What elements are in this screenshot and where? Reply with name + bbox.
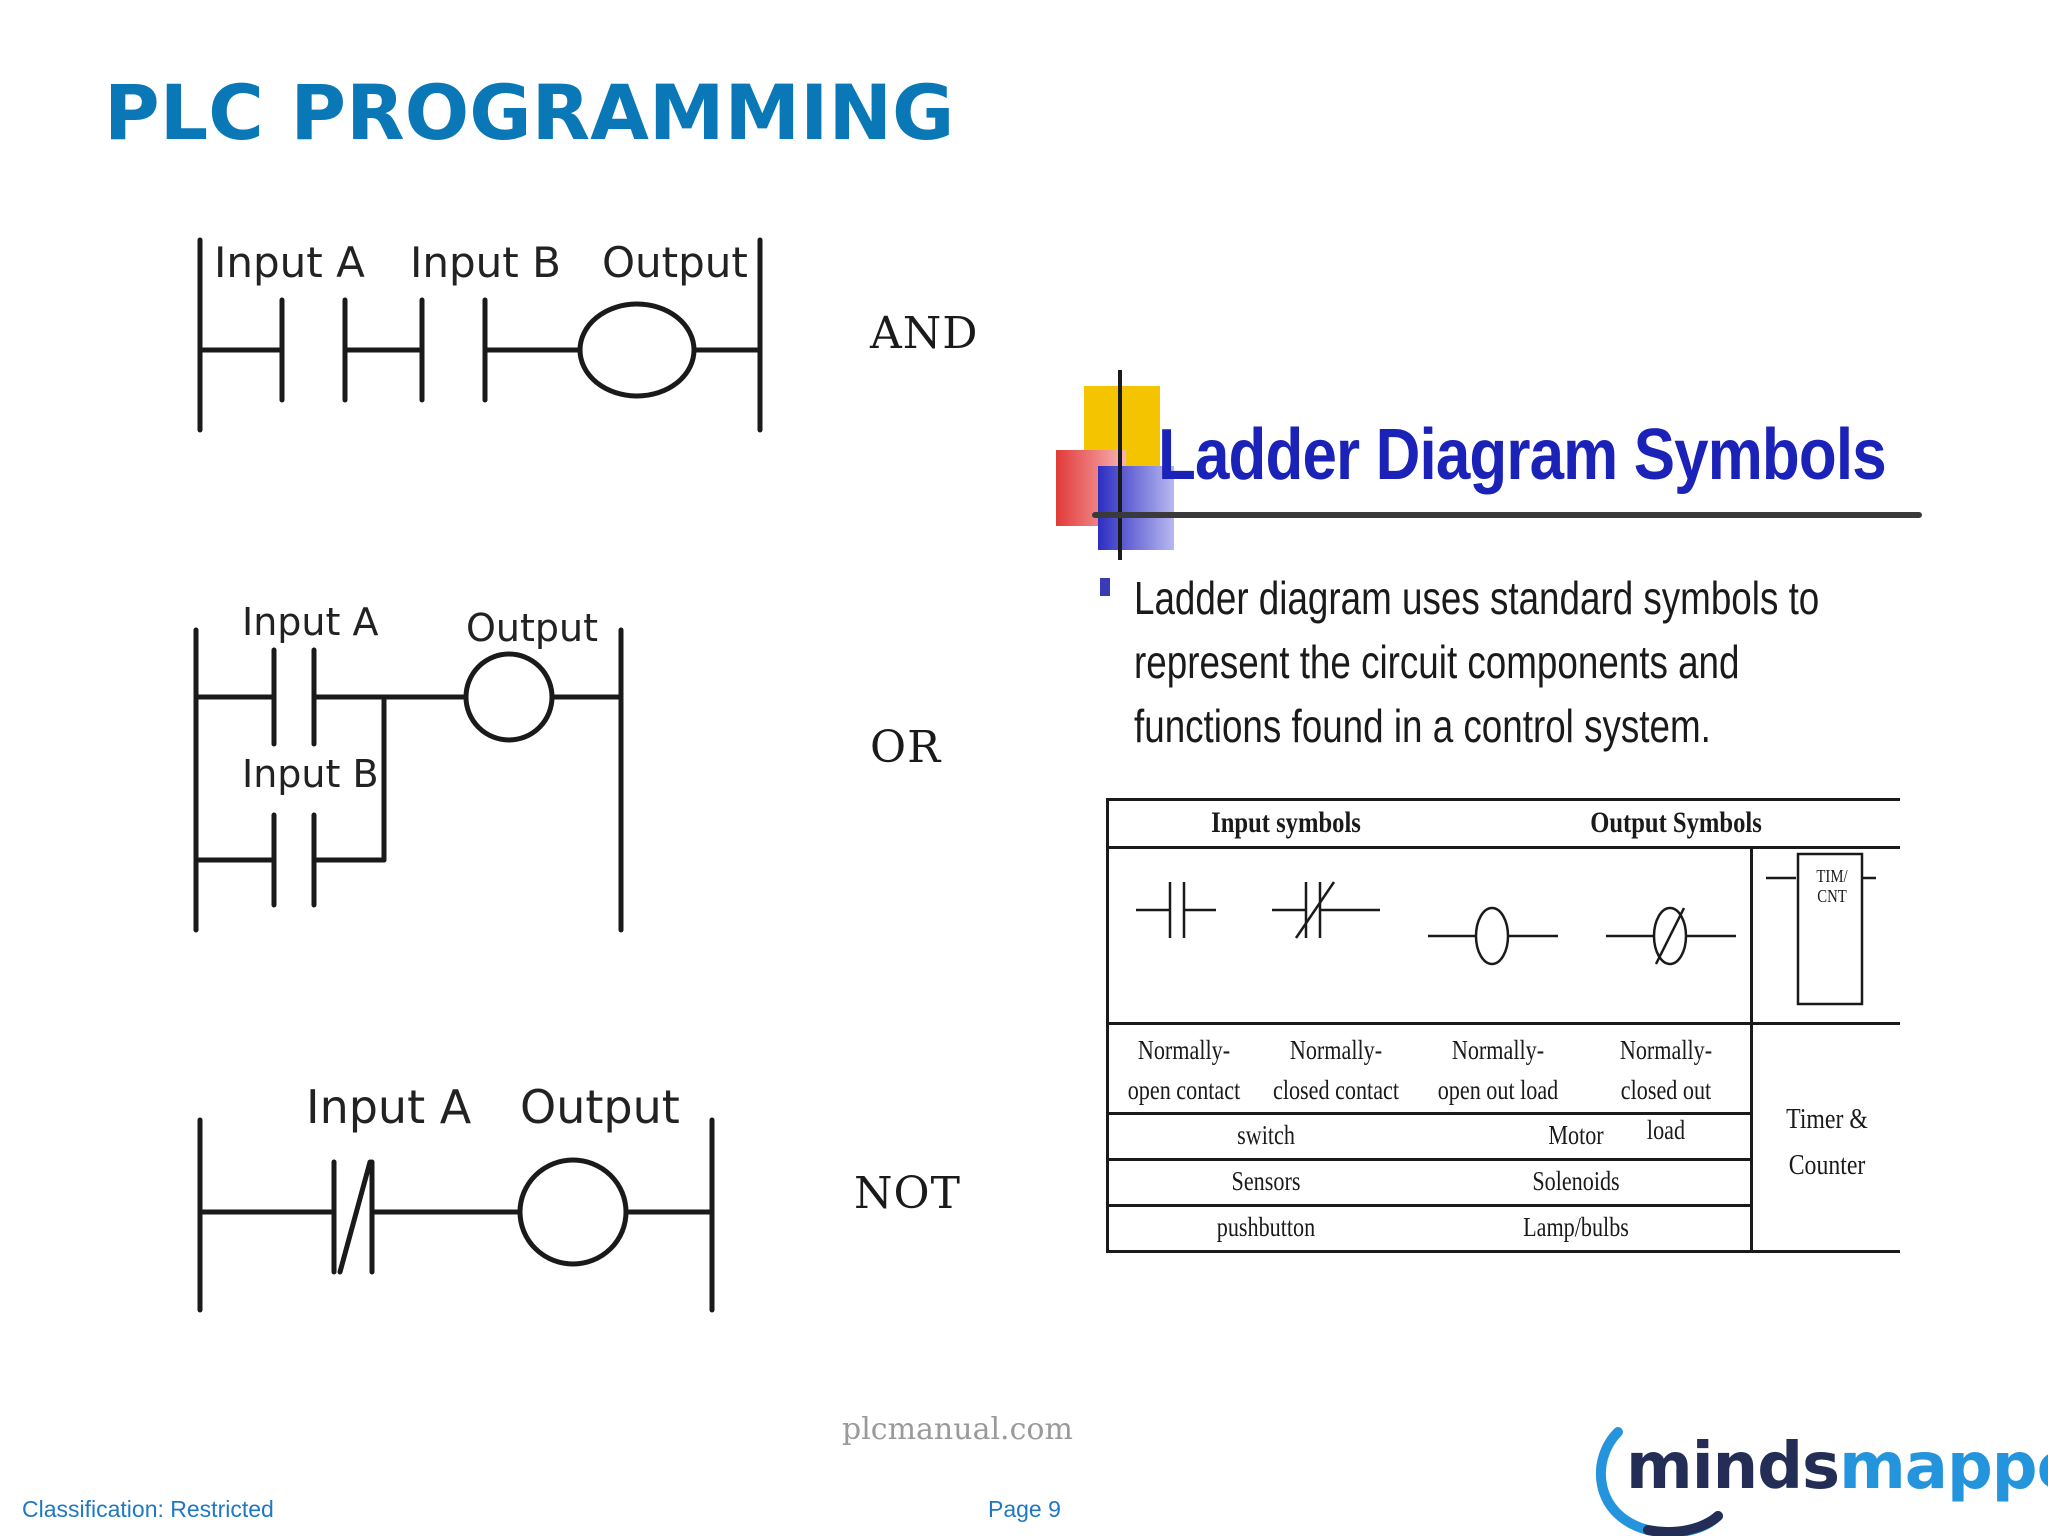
row-output-motor: Motor [1548, 1120, 1604, 1150]
row-input-pushbutton: pushbutton [1216, 1212, 1316, 1242]
and-input-b-label: Input B [410, 238, 561, 287]
table-rule-top [1106, 798, 1900, 801]
label-nc-load: Normally- closed out load [1619, 1035, 1713, 1145]
not-gate-label: NOT [854, 1168, 961, 1219]
table-rule-row1 [1106, 1158, 1750, 1161]
logo-wordmark: mindsmapped [1626, 1430, 2048, 1504]
table-rule-row2 [1106, 1204, 1750, 1207]
header-output-symbols: Output Symbols [1590, 806, 1762, 839]
not-ladder-lines [197, 1117, 715, 1313]
or-output-label: Output [466, 606, 598, 650]
or-ladder-diagram: Input A Input B Output [186, 600, 636, 940]
or-ladder-lines [193, 627, 624, 933]
panel-bullet-text: Ladder diagram uses standard symbols to … [1134, 572, 1820, 752]
or-input-b-label: Input B [242, 752, 379, 796]
mindsmapped-logo: mindsmapped [1588, 1420, 2048, 1536]
not-ladder-diagram: Input A Output [190, 1080, 730, 1320]
label-no-contact: Normally-open contact [1127, 1035, 1241, 1105]
and-gate-label: AND [870, 308, 979, 359]
and-output-label: Output [602, 238, 748, 287]
symbol-drawings [1136, 852, 1876, 1006]
table-rule-bottom [1106, 1250, 1900, 1253]
table-rule-symbols [1106, 1022, 1900, 1025]
table-rule-left [1106, 798, 1109, 1252]
panel-title: Ladder Diagram Symbols [1158, 415, 1887, 495]
or-input-a-label: Input A [242, 600, 379, 644]
table-rule-header [1106, 846, 1900, 849]
logo-word-mapped: mapped [1839, 1430, 2048, 1504]
decor-vertical-line [1118, 370, 1122, 560]
bullet-marker [1100, 578, 1110, 596]
timer-box-label: TIM/ CNT [1816, 866, 1848, 906]
row-output-lamp: Lamp/bulbs [1523, 1212, 1629, 1242]
logo-swoosh-icon [1595, 1427, 1723, 1536]
row-input-sensors: Sensors [1231, 1166, 1301, 1196]
footer-page-number: Page 9 [988, 1496, 1061, 1522]
and-ladder-diagram: Input A Input B Output [190, 230, 770, 450]
logo-word-minds: minds [1626, 1430, 1840, 1504]
not-input-a-label: Input A [306, 1080, 472, 1134]
source-watermark: plcmanual.com [842, 1412, 1073, 1447]
row-input-switch: switch [1237, 1120, 1295, 1150]
page-title: PLC PROGRAMMING [104, 68, 955, 157]
header-input-symbols: Input symbols [1211, 806, 1361, 839]
not-output-label: Output [520, 1080, 680, 1134]
and-input-a-label: Input A [214, 238, 365, 287]
table-rule-divider [1750, 846, 1753, 1252]
ladder-symbols-table: Input symbols Output Symbols TIM/ CNT No… [1106, 798, 1900, 1253]
panel-title-rule [1092, 512, 1922, 518]
or-gate-label: OR [870, 722, 942, 773]
label-nc-contact: Normally- closed contact [1272, 1035, 1400, 1105]
table-rule-labels [1106, 1112, 1750, 1115]
label-no-load: Normally-open out load [1437, 1035, 1559, 1105]
footer-classification: Classification: Restricted [22, 1496, 274, 1522]
row-output-solenoids: Solenoids [1532, 1166, 1620, 1196]
and-ladder-lines [197, 237, 763, 433]
decor-blue-square [1098, 466, 1174, 550]
label-timer-counter: Timer & Counter [1786, 1103, 1868, 1181]
